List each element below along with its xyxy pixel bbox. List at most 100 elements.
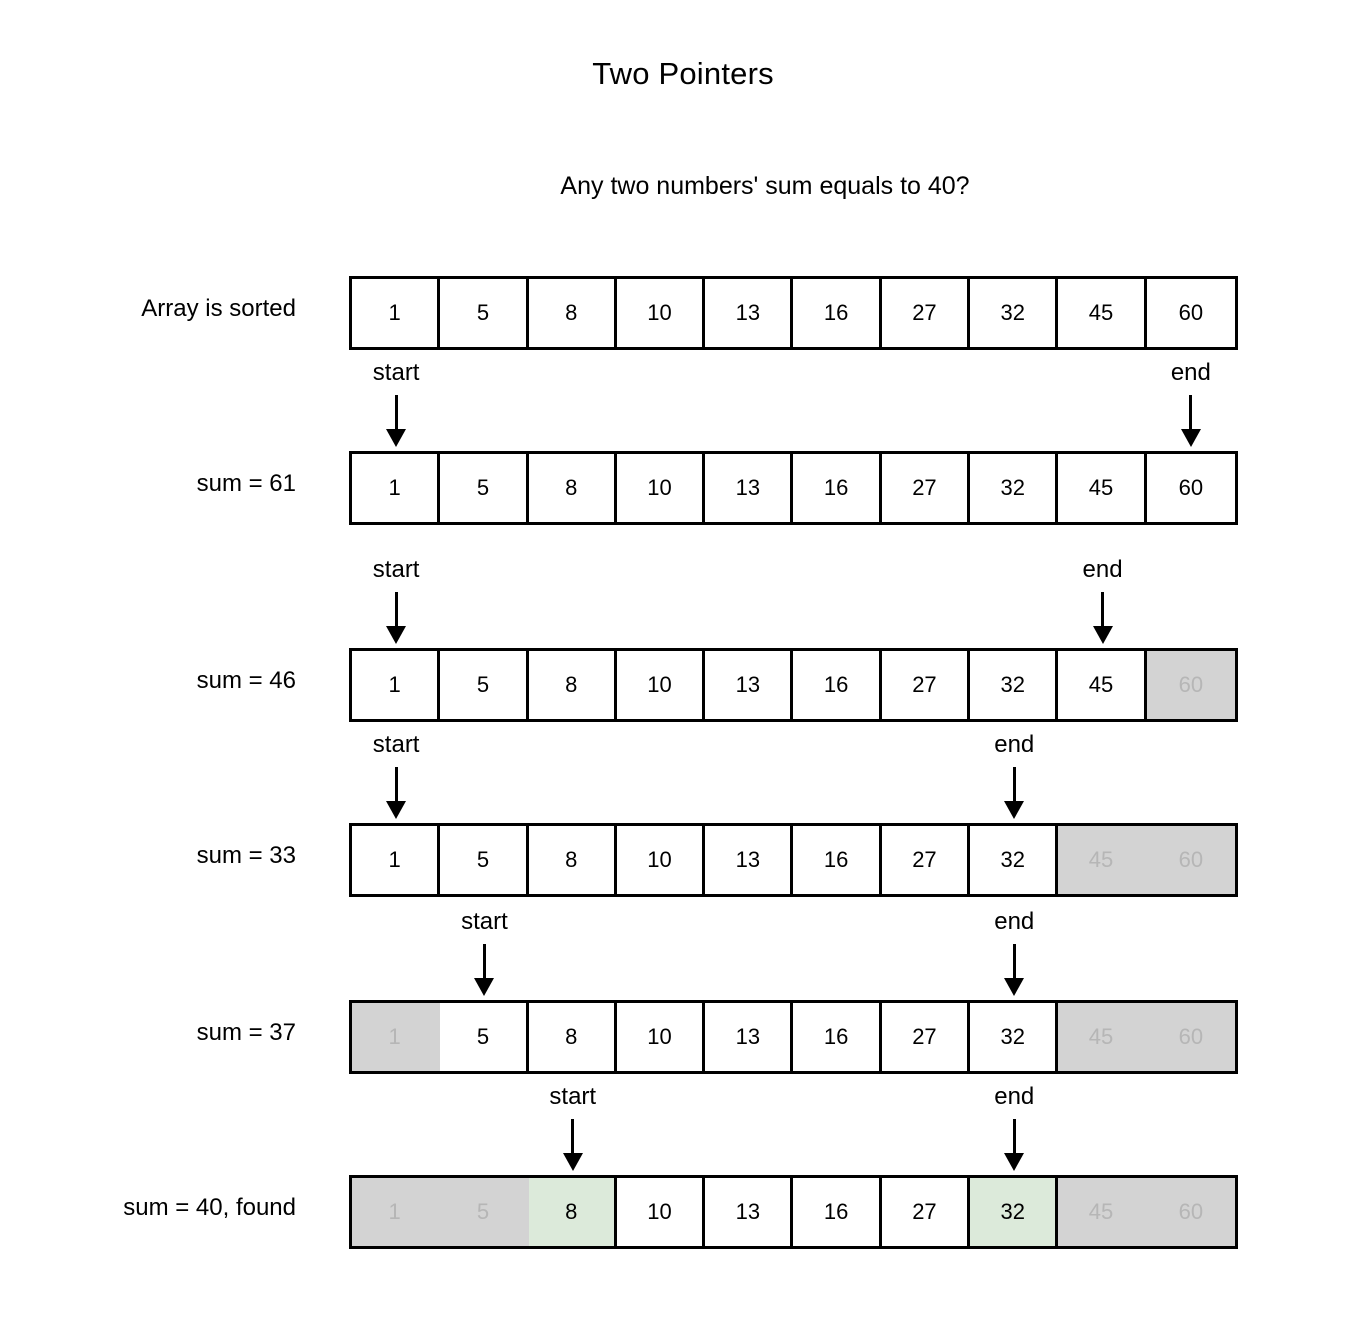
arrow-down-icon (1180, 429, 1201, 447)
array-cell[interactable]: 5 (440, 454, 529, 522)
array-cell[interactable]: 27 (881, 279, 971, 347)
array-cell[interactable]: 10 (616, 651, 706, 719)
diagram-title: Two Pointers (592, 56, 774, 91)
array-cell[interactable]: 5 (440, 826, 529, 894)
array-cell[interactable]: 60 (1146, 279, 1235, 347)
array-cell[interactable]: 27 (881, 651, 971, 719)
array-cell[interactable]: 10 (616, 826, 706, 894)
array-cell[interactable]: 60 (1146, 651, 1235, 719)
end-pointer-label: end (1082, 556, 1123, 583)
end-pointer-shaft (1101, 592, 1105, 630)
end-pointer-label: end (994, 731, 1035, 758)
array-cell[interactable]: 1 (352, 1003, 441, 1071)
array-cell[interactable]: 13 (705, 1178, 794, 1246)
array-cell[interactable]: 13 (705, 826, 794, 894)
row-label: sum = 46 (196, 667, 296, 694)
array-cell[interactable]: 16 (793, 279, 882, 347)
array-cell[interactable]: 16 (793, 454, 882, 522)
array-cell[interactable]: 32 (970, 279, 1059, 347)
array-cell[interactable]: 16 (793, 1178, 882, 1246)
array-cell[interactable]: 45 (1058, 454, 1147, 522)
array-cell[interactable]: 32 (970, 651, 1059, 719)
diagram-subtitle: Any two numbers' sum equals to 40? (560, 172, 970, 200)
array-cell[interactable]: 32 (970, 1003, 1059, 1071)
array-cell[interactable]: 8 (528, 1003, 617, 1071)
arrow-down-icon (1004, 801, 1025, 819)
array-cell[interactable]: 1 (352, 454, 441, 522)
arrow-down-icon (562, 1153, 583, 1171)
array-cell[interactable]: 1 (352, 651, 441, 719)
array-cell[interactable]: 32 (970, 826, 1059, 894)
array-cell[interactable]: 5 (440, 651, 529, 719)
array-cell[interactable]: 27 (881, 454, 971, 522)
start-pointer-shaft (482, 944, 486, 982)
array-cell[interactable]: 13 (705, 454, 794, 522)
arrow-down-icon (386, 429, 407, 447)
array-cell[interactable]: 27 (881, 826, 971, 894)
end-pointer-label: end (1170, 359, 1211, 386)
end-pointer-shaft (1012, 944, 1016, 982)
array-cell[interactable]: 5 (440, 1178, 529, 1246)
start-pointer-shaft (571, 1119, 575, 1157)
end-pointer-label: end (994, 908, 1035, 935)
start-pointer-label: start (461, 908, 508, 935)
row-label: sum = 40, found (123, 1194, 296, 1221)
arrow-down-icon (1092, 626, 1113, 644)
row-label: Array is sorted (141, 295, 296, 322)
arrow-down-icon (1004, 978, 1025, 996)
array-cell[interactable]: 27 (881, 1003, 971, 1071)
array-cell[interactable]: 10 (616, 1003, 706, 1071)
array-cell[interactable]: 60 (1146, 1178, 1235, 1246)
array-cell[interactable]: 45 (1058, 651, 1147, 719)
array-cell[interactable]: 60 (1146, 454, 1235, 522)
row-label: sum = 33 (196, 842, 296, 869)
array-cell[interactable]: 1 (352, 826, 441, 894)
array-cell[interactable]: 16 (793, 651, 882, 719)
array-cell[interactable]: 13 (705, 651, 794, 719)
array-cell[interactable]: 8 (528, 826, 617, 894)
array-cell[interactable]: 16 (793, 826, 882, 894)
start-pointer-label: start (372, 359, 420, 386)
array-cell[interactable]: 8 (528, 279, 617, 347)
array-cell[interactable]: 10 (616, 1178, 706, 1246)
end-pointer-shaft (1012, 767, 1016, 805)
array-cell[interactable]: 45 (1058, 826, 1147, 894)
array-cell[interactable]: 13 (705, 1003, 794, 1071)
start-pointer-shaft (394, 592, 398, 630)
arrow-down-icon (386, 626, 407, 644)
array-cell[interactable]: 8 (528, 651, 617, 719)
end-pointer-label: end (994, 1083, 1035, 1110)
start-pointer-shaft (394, 767, 398, 805)
array-cell[interactable]: 60 (1146, 826, 1235, 894)
end-pointer-shaft (1012, 1119, 1016, 1157)
array-cell[interactable]: 60 (1146, 1003, 1235, 1071)
array-cell[interactable]: 32 (970, 454, 1059, 522)
array-cell[interactable]: 5 (440, 279, 529, 347)
arrow-down-icon (386, 801, 407, 819)
array-cell[interactable]: 27 (881, 1178, 971, 1246)
array-cell[interactable]: 10 (616, 279, 706, 347)
array-cell[interactable]: 16 (793, 1003, 882, 1071)
array-cell[interactable]: 45 (1058, 1178, 1147, 1246)
array-cell[interactable]: 45 (1058, 1003, 1147, 1071)
array-cell[interactable]: 1 (352, 1178, 441, 1246)
row-label: sum = 37 (196, 1019, 296, 1046)
array-cell[interactable]: 1 (352, 279, 441, 347)
array-cell[interactable]: 10 (616, 454, 706, 522)
start-pointer-shaft (394, 395, 398, 433)
array-cell[interactable]: 8 (528, 1178, 617, 1246)
array-cell[interactable]: 32 (970, 1178, 1059, 1246)
array-cell[interactable]: 8 (528, 454, 617, 522)
array-cell[interactable]: 5 (440, 1003, 529, 1071)
array-cell[interactable]: 13 (705, 279, 794, 347)
arrow-down-icon (1004, 1153, 1025, 1171)
arrow-down-icon (474, 978, 495, 996)
array-cell[interactable]: 45 (1058, 279, 1147, 347)
